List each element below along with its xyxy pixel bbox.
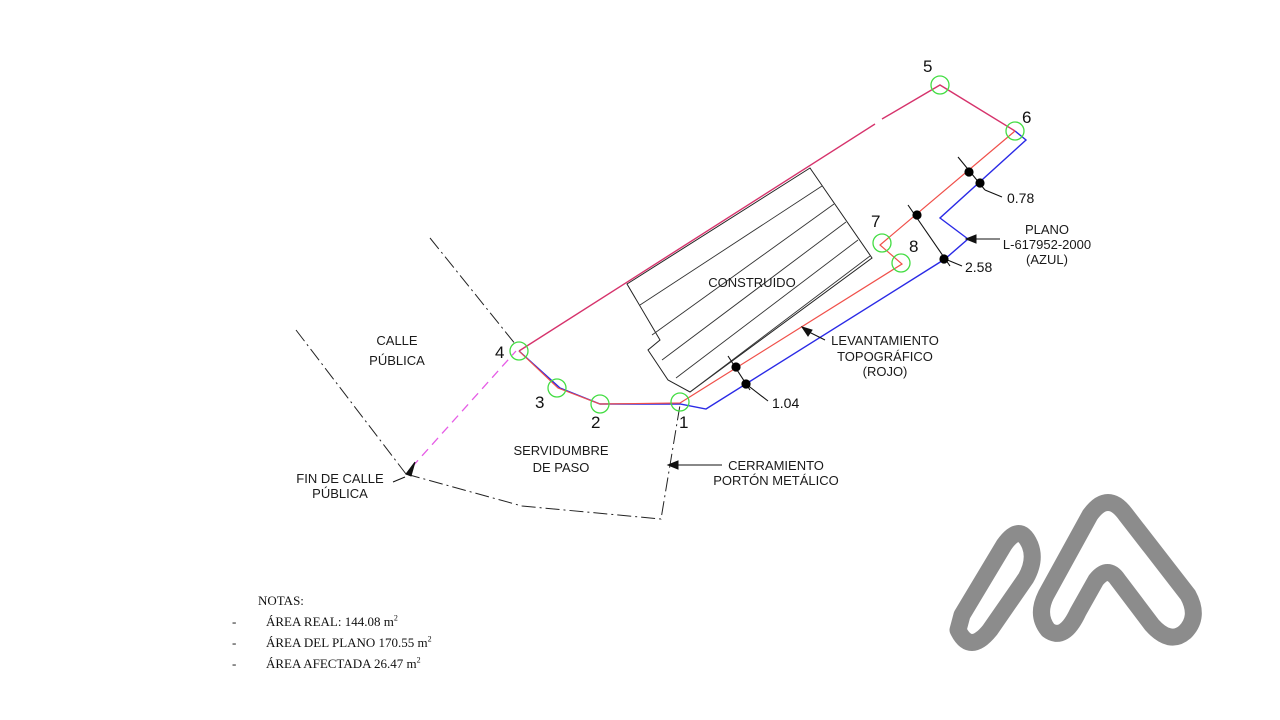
vertex-number-8: 8 (909, 237, 918, 256)
label-plano-2: L-617952-2000 (1003, 237, 1091, 252)
measurement-dots (731, 167, 985, 389)
note-text-area-real: ÁREA REAL: 144.08 m2 (266, 613, 398, 629)
survey-line-red (518, 130, 1016, 405)
vertex-marker-1 (670, 392, 690, 412)
vertex-numbers: 1 2 3 4 5 6 7 8 (495, 57, 1031, 432)
label-cerramiento-2: PORTÓN METÁLICO (713, 473, 838, 488)
vertex-number-5: 5 (923, 57, 932, 76)
vertex-number-2: 2 (591, 413, 600, 432)
note-item: - ÁREA DEL PLANO 170.55 m2 (232, 632, 432, 653)
street-edge-upper (429, 237, 517, 346)
boundary-line-right (881, 84, 1016, 132)
note-text-area-afectada: ÁREA AFECTADA 26.47 m2 (266, 655, 421, 671)
note-bullet: - (232, 635, 237, 650)
note-bullet: - (232, 656, 237, 671)
vertex-marker-2 (590, 394, 610, 414)
leader-arrows (392, 234, 1000, 483)
notes-block: NOTAS: - ÁREA REAL: 144.08 m2 - ÁREA DEL… (232, 590, 432, 674)
vertex-marker-8 (891, 253, 911, 273)
built-area (626, 167, 873, 393)
label-calle-1: CALLE (376, 333, 418, 348)
vertex-number-4: 4 (495, 343, 504, 362)
built-area-outline (626, 167, 873, 393)
servidumbre-boundary (405, 404, 681, 520)
label-servidumbre-1: SERVIDUMBRE (513, 443, 608, 458)
vertex-number-7: 7 (871, 212, 880, 231)
label-servidumbre-2: DE PASO (533, 460, 590, 475)
plan-line-blue (518, 130, 1028, 410)
vertex-number-3: 3 (535, 393, 544, 412)
vertex-marker-3 (547, 378, 567, 398)
vertex-marker-7 (872, 233, 892, 253)
vertex-marker-5 (930, 75, 950, 95)
dashed-street-limit (411, 350, 517, 468)
logo-stroke-left (949, 525, 1041, 651)
label-levantamiento-3: (ROJO) (863, 364, 908, 379)
vertex-number-6: 6 (1022, 108, 1031, 127)
label-levantamiento-2: TOPOGRÁFICO (837, 349, 933, 364)
logo-watermark (949, 494, 1202, 651)
street-edges (295, 237, 681, 520)
label-fin-calle-1: FIN DE CALLE (296, 471, 384, 486)
measurement-0-78: 0.78 (1007, 190, 1034, 206)
measurement-1-04: 1.04 (772, 395, 799, 411)
vertex-number-1: 1 (679, 413, 688, 432)
logo-stroke-right (1033, 494, 1202, 646)
street-edge-lower (295, 329, 407, 475)
label-cerramiento-1: CERRAMIENTO (728, 458, 824, 473)
label-plano-1: PLANO (1025, 222, 1069, 237)
label-calle-2: PÚBLICA (369, 353, 425, 368)
notes-title: NOTAS: (258, 593, 304, 608)
measurement-2-58: 2.58 (965, 259, 992, 275)
note-item: - ÁREA REAL: 144.08 m2 (232, 611, 432, 632)
label-levantamiento-1: LEVANTAMIENTO (831, 333, 939, 348)
label-plano-3: (AZUL) (1026, 252, 1068, 267)
vertex-markers (509, 75, 1025, 414)
vertex-marker-4 (509, 341, 529, 361)
note-item: - ÁREA AFECTADA 26.47 m2 (232, 653, 432, 674)
vertex-marker-6 (1005, 121, 1025, 141)
label-construido: CONSTRUIDO (708, 275, 795, 290)
note-bullet: - (232, 614, 237, 629)
note-text-area-plano: ÁREA DEL PLANO 170.55 m2 (266, 634, 432, 650)
label-fin-calle-2: PÚBLICA (312, 486, 368, 501)
boundary-line (518, 123, 876, 352)
built-area-hatch (639, 185, 871, 393)
